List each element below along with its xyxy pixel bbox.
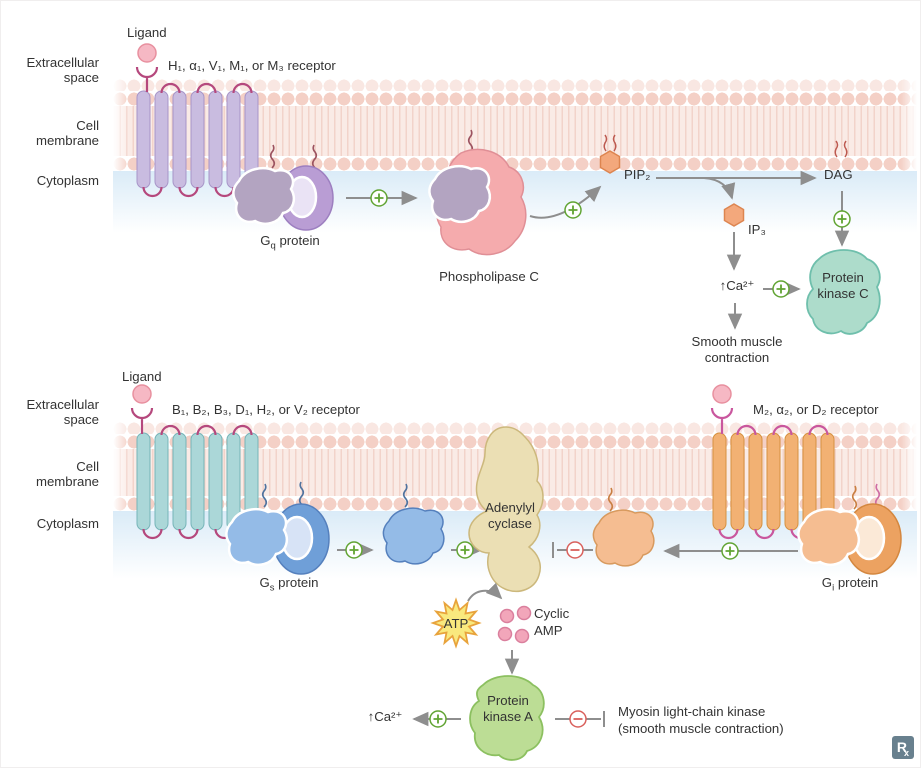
phospholipase-c-label: Phospholipase C: [439, 269, 539, 284]
cytoplasm-label-bottom: Cytoplasm: [36, 516, 99, 531]
gq-protein-label: Gq protein: [260, 233, 320, 252]
protein-kinase-c-shape: [806, 249, 881, 335]
smooth-muscle-contraction-label: Smooth muscle contraction: [691, 334, 783, 365]
arrow-pka-to-calcium: [412, 710, 461, 728]
gq-receptor-shape: [135, 66, 267, 203]
membrane-outer-heads: [113, 91, 917, 106]
mlck-label-line1: Myosin light-chain kinase: [618, 704, 766, 719]
calcium-label-bottom: ↑Ca²⁺: [367, 709, 403, 724]
ligand-label-top: Ligand: [127, 25, 167, 40]
gs-alpha-subunit-shape: [382, 483, 445, 565]
rx-logo: Rx: [892, 736, 914, 759]
arrow-atp-to-camp: [467, 582, 503, 602]
mlck-label: Myosin light-chain kinase (smooth muscle…: [618, 704, 784, 737]
arrow-plc-to-pip2: [529, 185, 602, 219]
dag-label: DAG: [824, 167, 853, 182]
rx-logo-r: R: [896, 739, 908, 755]
extracellular-space-label-top: Extracellular space: [26, 55, 99, 85]
adenylyl-cyclase-label: Adenylyl cyclase: [485, 500, 535, 531]
plus-circle-icon: [429, 710, 447, 728]
plus-circle-icon: [456, 541, 474, 559]
membrane-outer-halo: [113, 78, 917, 91]
extracellular-space-label-bottom: Extracellular space: [26, 397, 99, 427]
cell-membrane-label-top: Cell membrane: [35, 118, 99, 148]
plus-circle-icon: [564, 201, 582, 219]
cytoplasm-label-top: Cytoplasm: [36, 173, 99, 188]
arrow-dag-to-pkc: [833, 191, 851, 247]
gs-protein-shape: [225, 481, 330, 575]
dag-lipid-tails: [834, 140, 848, 158]
gi-receptor-label: M₂, α₂, or D₂ receptor: [753, 402, 879, 417]
gq-protein-shape: [232, 144, 334, 231]
ligand-label-bottom: Ligand: [122, 369, 162, 384]
ip3-hexagon: [723, 203, 745, 227]
rx-logo-x: x: [904, 748, 910, 758]
protein-kinase-a-shape: [469, 675, 545, 761]
pip2-hexagon: [599, 134, 621, 174]
gs-receptor-label: B₁, B₂, B₃, D₁, H₂, or V₂ receptor: [172, 402, 360, 417]
protein-kinase-c-label: Protein kinase C: [817, 270, 869, 301]
minus-circle-icon: [566, 541, 584, 559]
gi-protein-label: Gi protein: [821, 575, 879, 594]
plus-circle-icon: [370, 189, 388, 207]
cyclic-amp-label: Cyclic AMP: [534, 606, 570, 638]
gs-protein-label: Gs protein: [259, 575, 319, 594]
arrow-gq-to-plc: [346, 189, 418, 207]
minus-circle-icon: [569, 710, 587, 728]
plus-circle-icon: [772, 280, 790, 298]
plus-circle-icon: [345, 541, 363, 559]
adenylyl-cyclase-shape: [468, 426, 544, 593]
arrow-calcium-to-pkc: [763, 280, 801, 298]
gq-receptor-label: H₁, α₁, V₁, M₁, or M₃ receptor: [168, 58, 336, 73]
inhibition-pka-to-mlck: [555, 710, 605, 728]
plus-circle-icon: [833, 210, 851, 228]
arrow-gs-to-alpha: [337, 541, 374, 559]
ligand-ball-bottom-left: [132, 384, 152, 404]
gi-receptor-shape: [710, 407, 843, 544]
inhibition-gi-alpha-to-cyclase: [552, 541, 593, 559]
membrane-outer-halo: [113, 421, 917, 434]
mlck-label-line2: (smooth muscle contraction): [618, 720, 784, 736]
atp-label: ATP: [443, 616, 469, 631]
pip2-label: PIP₂: [624, 167, 651, 182]
phospholipase-c-shape: [428, 129, 527, 256]
ligand-ball-top: [137, 43, 157, 63]
ip3-label: IP₃: [748, 222, 766, 237]
calcium-label-top: ↑Ca²⁺: [719, 278, 755, 293]
arrow-pip2-to-ip3: [703, 177, 736, 200]
ligand-ball-bottom-right: [712, 384, 732, 404]
gi-alpha-subunit-shape: [592, 487, 655, 567]
cyclic-amp-molecules: [497, 605, 532, 644]
cell-membrane-label-bottom: Cell membrane: [35, 459, 99, 489]
arrow-gi-to-alpha: [663, 542, 798, 560]
arrow-alpha-to-cyclase: [451, 541, 483, 559]
gi-protein-shape: [797, 483, 902, 575]
protein-kinase-a-label: Protein kinase A: [483, 693, 533, 724]
atp-starburst: [430, 597, 482, 649]
plus-circle-icon: [721, 542, 739, 560]
